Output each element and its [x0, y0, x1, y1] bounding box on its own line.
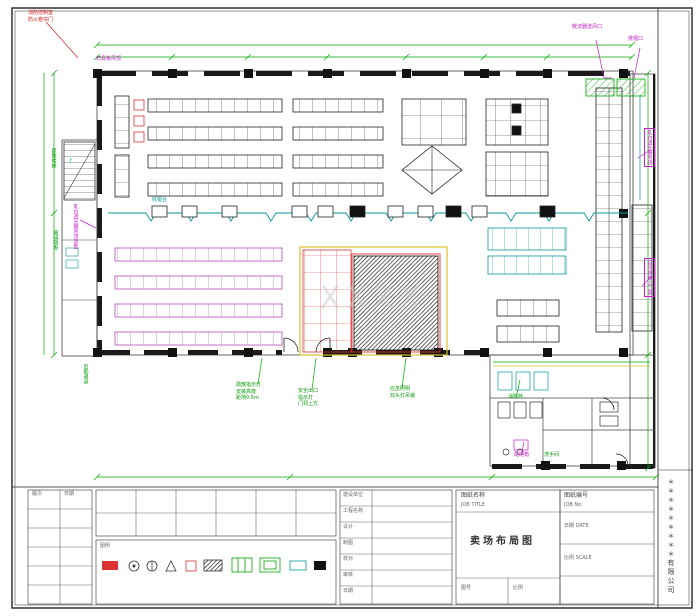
- legend-red-fill-icon: [102, 561, 118, 570]
- legend-green-fixture-icon: [231, 557, 253, 573]
- wall-counters: [595, 87, 653, 333]
- rev-header-left: 版次: [32, 491, 43, 497]
- row-check: 校对: [343, 556, 354, 562]
- drawing-name-en: JOB TITLE: [461, 502, 485, 508]
- scale-label: 比例 SCALE: [564, 555, 592, 561]
- date-label: 日期 DATE: [564, 523, 589, 529]
- row-approve: 审核: [343, 572, 354, 578]
- legend-green-exit-icon: [259, 557, 281, 573]
- legend-symbols: [102, 557, 326, 573]
- stairwell: [63, 141, 96, 269]
- annotation-emergency-light: 应急照明 双头灯吊装: [390, 386, 416, 399]
- annotation-cashier: 收银台: [152, 197, 168, 203]
- annex-fixtures: [493, 361, 650, 456]
- row-owner: 建设单位: [343, 492, 364, 498]
- fig-no-label: 图号: [461, 585, 472, 591]
- annotation-fire-control: 消防控制室 防火卷帘门: [28, 10, 54, 23]
- annotation-membrane-left: 乳白透光膜吊顶造型: [72, 204, 79, 249]
- legend-black-block-icon: [314, 561, 326, 570]
- central-feature: [299, 246, 448, 356]
- escalator-ramps: [585, 78, 646, 97]
- legend-red-square-icon: [185, 560, 197, 572]
- row-design: 设计: [343, 524, 354, 530]
- annotation-escalator: 自动扶梯上二层: [644, 258, 655, 297]
- shelves-left-lower: [114, 247, 283, 346]
- annotation-washroom: 洗手间: [544, 452, 560, 458]
- annotation-service-way: 后勤通道: [82, 364, 89, 384]
- doors: [283, 337, 629, 467]
- legend-triangle-icon: [165, 560, 177, 572]
- annotation-exit-sign-2: 安全出口 指示灯 门洞上方: [298, 388, 319, 407]
- columns: [93, 69, 628, 470]
- shelves-left-upper: [114, 95, 283, 198]
- legend-downlight-dot-icon: [132, 564, 136, 568]
- annotation-glass-wall: 玻璃隔断: [52, 230, 59, 250]
- annotation-smoke-vent: 排烟口: [628, 36, 644, 42]
- drawing-no-en: JOB No.: [564, 502, 583, 508]
- racks-right: [485, 98, 560, 343]
- dimension-lines: [43, 41, 660, 481]
- annotation-stair: 疏散楼梯: [50, 148, 57, 168]
- sheet-frame: [11, 7, 693, 609]
- drawing-title: 卖场布局图: [470, 536, 535, 547]
- rev-header-right: 日期: [64, 491, 75, 497]
- drawing-no-label: 图纸编号: [564, 492, 589, 499]
- freezer-cases: [487, 227, 567, 275]
- watermark: XXXX: [320, 281, 426, 316]
- title-block-grid: [27, 489, 655, 605]
- annotation-exit-sign-1: 疏散指示灯 安装高度 距地0.5m: [236, 382, 262, 401]
- mid-gondolas: [401, 98, 467, 195]
- annotation-up-arrow: 上: [68, 158, 74, 164]
- annotation-ceiling: 石膏板吊顶: [96, 56, 122, 62]
- drawing-name-label: 图纸名称: [461, 492, 486, 499]
- row-date: 日期: [343, 588, 354, 594]
- scale-short-label: 比例: [513, 585, 524, 591]
- row-project: 工程名称: [343, 508, 364, 514]
- row-draft: 制图: [343, 540, 354, 546]
- annotation-membrane-right: 乳白透光膜吊顶: [644, 128, 655, 167]
- annotation-panel-box: 配电箱: [514, 452, 530, 458]
- annotation-hydrant: 消防栓: [508, 394, 524, 400]
- legend-cyan-tray-icon: [289, 560, 307, 571]
- legend-label: 图例: [100, 543, 111, 549]
- annotation-diffuser: 散流器送风口: [572, 24, 603, 30]
- company-name: ＊＊＊＊＊＊＊＊＊有限公司: [667, 478, 675, 595]
- legend-downlight-icon: [128, 560, 140, 572]
- legend-hatched-icon: [203, 559, 223, 572]
- cable-trunk: [108, 205, 628, 222]
- shelves-middle: [292, 98, 384, 197]
